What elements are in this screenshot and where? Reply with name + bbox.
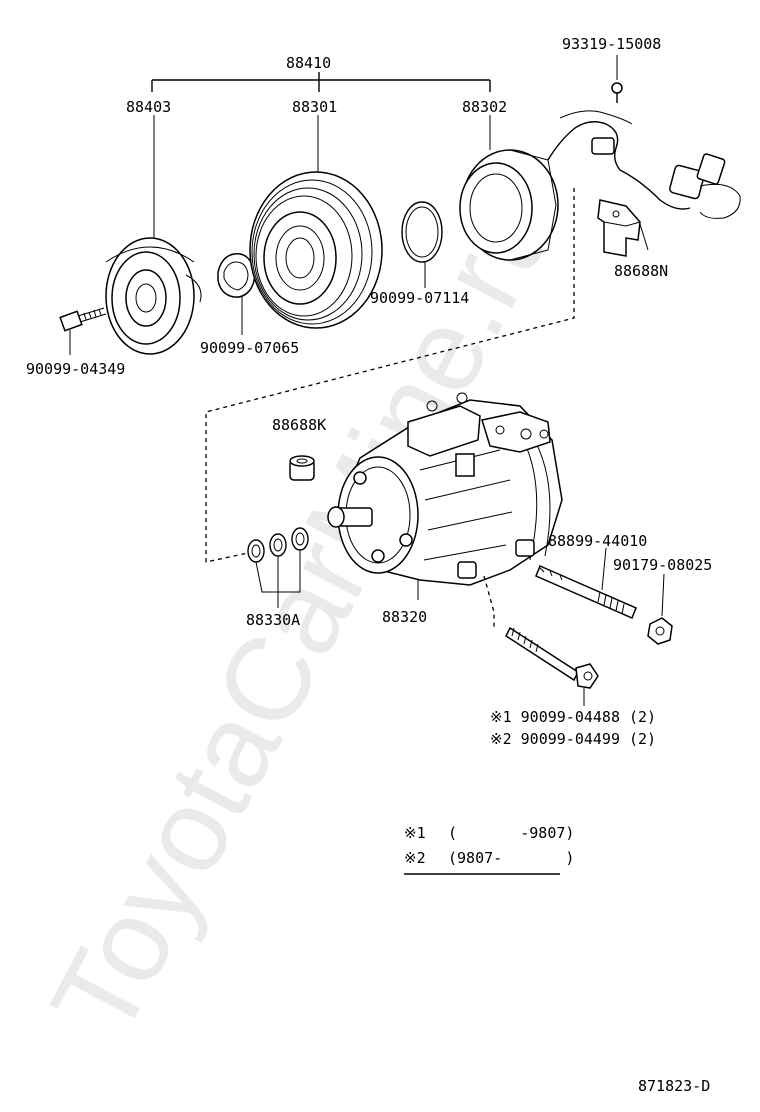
legend-row1-text: ( -9807) <box>448 824 574 842</box>
label-88688K: 88688K <box>272 416 326 434</box>
bracket-88688N[interactable] <box>597 199 649 257</box>
label-88320: 88320 <box>382 608 427 626</box>
date-legend: ※1 ( -9807) ※2 (9807- ) <box>404 824 574 875</box>
assembly-bracket-88410 <box>151 72 491 92</box>
label-88330A: 88330A <box>246 611 300 629</box>
label-90179-08025: 90179-08025 <box>613 556 712 574</box>
diagram-id: 871823-D <box>638 1077 710 1095</box>
bolt-90099-04349[interactable] <box>59 307 107 355</box>
label-90099-07114: 90099-07114 <box>370 289 469 307</box>
label-90099-04499: ※2 90099-04499 (2) <box>490 730 656 748</box>
label-90099-07065: 90099-07065 <box>200 339 299 357</box>
compressor-88320[interactable] <box>327 392 563 600</box>
legend-row2-text: (9807- ) <box>448 849 574 867</box>
label-88301: 88301 <box>292 98 337 116</box>
label-88899-44010: 88899-44010 <box>548 532 647 550</box>
pulley-88301[interactable] <box>249 115 383 329</box>
snap-ring-90099-07114[interactable] <box>401 201 443 288</box>
clutch-hub-88403[interactable] <box>105 115 202 355</box>
o-rings-88330A[interactable] <box>247 527 309 608</box>
label-93319-15008: 93319-15008 <box>562 35 661 53</box>
label-88403: 88403 <box>126 98 171 116</box>
screw-93319-15008[interactable] <box>611 55 623 103</box>
legend-row1-mark: ※1 <box>404 824 426 842</box>
shim-90099-07065[interactable] <box>217 252 256 335</box>
assembly-dashed-outline <box>205 188 575 563</box>
field-coil-88302[interactable] <box>459 115 559 261</box>
label-88410: 88410 <box>286 54 331 72</box>
cap-88688K[interactable] <box>289 455 315 481</box>
label-90099-04349: 90099-04349 <box>26 360 125 378</box>
mount-bolt-90099-04488[interactable] <box>483 575 599 706</box>
label-88302: 88302 <box>462 98 507 116</box>
long-bolt-88899-44010[interactable] <box>535 547 637 619</box>
wiring-harness <box>547 110 741 219</box>
nut-90179-08025[interactable] <box>647 573 673 645</box>
label-88688N: 88688N <box>614 262 668 280</box>
legend-row2-mark: ※2 <box>404 849 426 867</box>
label-90099-04488: ※1 90099-04488 (2) <box>490 708 656 726</box>
